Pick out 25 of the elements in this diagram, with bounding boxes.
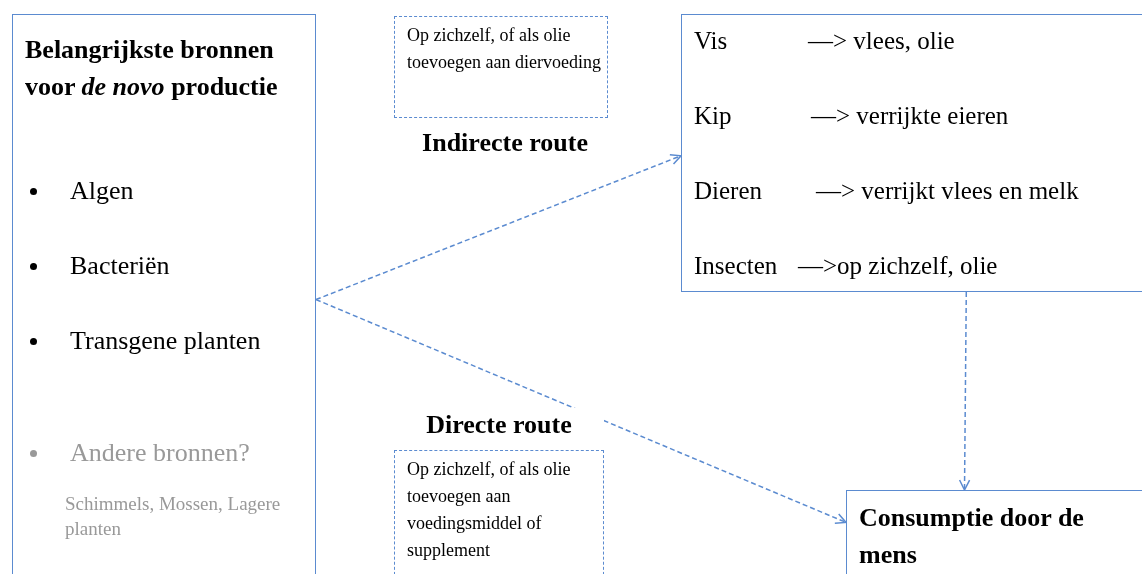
animal-name: Kip	[694, 101, 733, 131]
list-item: Andere bronnen?	[70, 437, 250, 469]
dashed-arrow	[315, 154, 682, 301]
dashed-arrow	[315, 298, 847, 524]
list-item: Algen	[70, 175, 134, 207]
sub-text: Schimmels, Mossen, Lagere planten	[65, 492, 282, 541]
note-box	[394, 16, 608, 118]
note-text: Op zichzelf, of als olie toevoegen aan voedingsmiddel of supplement	[407, 458, 572, 562]
animal-name: Dieren	[694, 176, 764, 206]
product-text: —> vlees, olie	[808, 26, 955, 56]
list-item: Transgene planten	[70, 325, 261, 357]
product-text: —>op zichzelf, olie	[798, 251, 998, 281]
note-box	[394, 450, 604, 574]
box-text: Consumptie door de mens	[859, 502, 1085, 571]
content-box	[12, 14, 316, 574]
content-box	[846, 490, 1142, 574]
product-text: —> verrijkt vlees en melk	[816, 176, 1079, 206]
animal-name: Insecten	[694, 251, 779, 281]
content-box	[681, 14, 1142, 292]
animal-name: Vis	[694, 26, 729, 56]
dashed-arrow	[958, 291, 971, 491]
note-text: Op zichzelf, of als olie toevoegen aan diervoeding	[407, 24, 601, 74]
list-item: Bacteriën	[70, 250, 170, 282]
product-text: —> verrijkte eieren	[811, 101, 1009, 131]
heading: Belangrijkste bronnen voor de novo productie	[25, 34, 279, 103]
